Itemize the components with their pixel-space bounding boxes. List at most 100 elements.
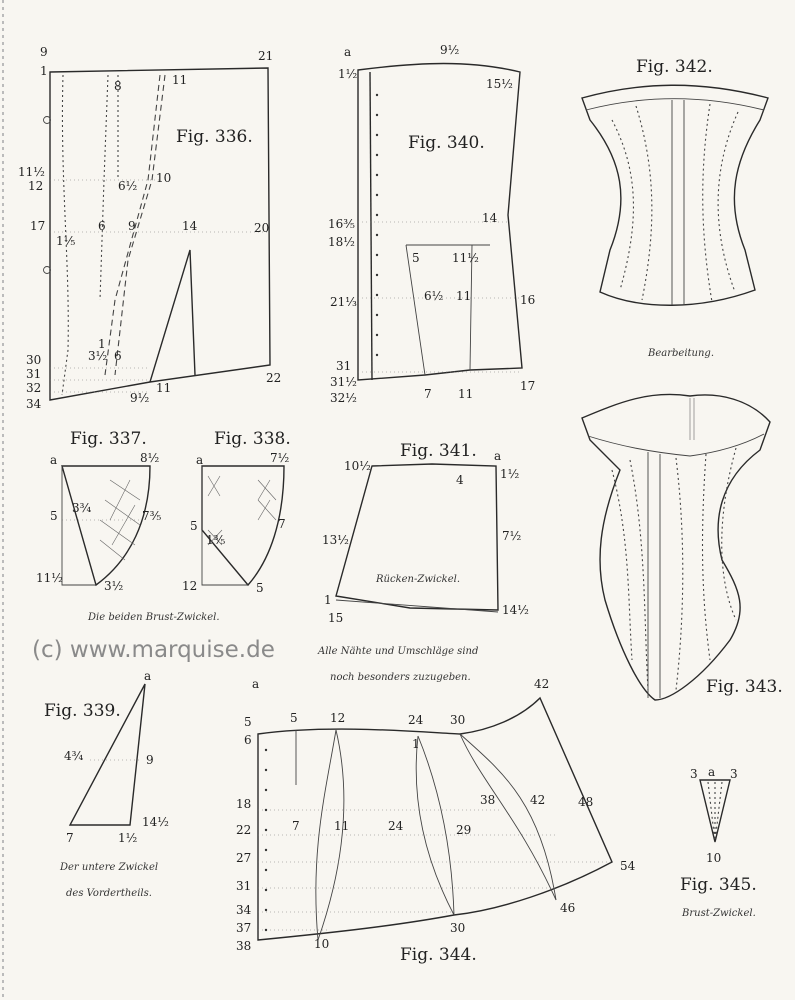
fig-339-caption-2: des Vordertheils. xyxy=(66,888,152,899)
label: 24 xyxy=(408,713,424,727)
label: 14 xyxy=(482,211,498,225)
label: 10 xyxy=(706,851,721,865)
label: 5 xyxy=(50,509,58,523)
label: 4 xyxy=(456,473,464,487)
label: a xyxy=(144,669,151,683)
label: 12 xyxy=(182,579,197,593)
label: 31½ xyxy=(330,375,357,389)
label: 8½ xyxy=(140,451,159,465)
label: 32½ xyxy=(330,391,357,405)
label: a xyxy=(494,449,501,463)
label: 27 xyxy=(236,851,251,865)
label: 9½ xyxy=(440,43,459,57)
label: 10 xyxy=(156,171,171,185)
label: 5 xyxy=(244,715,252,729)
label: 31 xyxy=(26,367,41,381)
label: 3½ xyxy=(88,349,107,363)
seam-note-line2: noch besonders zuzugeben. xyxy=(330,672,471,683)
label: 1 xyxy=(98,337,106,351)
label: 6 xyxy=(244,733,252,747)
label: 15 xyxy=(328,611,343,625)
fig-344: a 5 5 12 24 30 42 6 1 18 38 42 48 22 7 1… xyxy=(236,677,636,965)
label: 1 xyxy=(324,593,332,607)
fig-339-caption-1: Der untere Zwickel xyxy=(59,862,158,873)
label: 14½ xyxy=(502,603,529,617)
label: 13½ xyxy=(322,533,349,547)
fig-341: Fig. 341. Rücken-Zwickel. 10½ a 1½ 4 13½… xyxy=(322,441,529,625)
label: 18½ xyxy=(328,235,355,249)
fig-342-title: Fig. 342. xyxy=(636,57,713,77)
label: 6 xyxy=(114,349,122,363)
label: 1½ xyxy=(500,467,519,481)
label: 30 xyxy=(450,713,465,727)
label: 38 xyxy=(480,793,495,807)
fig-339: Fig. 339. a 4¾ 9 7 1½ 14½ Der untere Zwi… xyxy=(44,669,169,899)
label: 11 xyxy=(334,819,349,833)
fig-342-caption: Bearbeitung. xyxy=(647,348,714,359)
label: 7 xyxy=(424,387,432,401)
label: 8 xyxy=(114,79,122,93)
fig-341-inner: Rücken-Zwickel. xyxy=(375,574,460,585)
label: 11 xyxy=(458,387,473,401)
label: 11½ xyxy=(18,165,45,179)
label: 11 xyxy=(456,289,471,303)
breast-gusset-caption: Die beiden Brust-Zwickel. xyxy=(87,612,220,623)
label: 37 xyxy=(236,921,251,935)
label: 1½ xyxy=(338,67,357,81)
label: 7½ xyxy=(270,451,289,465)
fig-339-title: Fig. 339. xyxy=(44,701,121,721)
label: 5 xyxy=(412,251,420,265)
fig-337: Fig. 337. a 8½ 5 3¾ 7⅗ 11½ 3½ xyxy=(36,429,162,593)
label: 46 xyxy=(560,901,575,915)
fig-340-title: Fig. 340. xyxy=(408,133,485,153)
seam-note-line1: Alle Nähte und Umschläge sind xyxy=(317,646,478,657)
label: 6½ xyxy=(424,289,443,303)
label: 9 xyxy=(146,753,154,767)
fig-345-title: Fig. 345. xyxy=(680,875,757,895)
label: 1⅕ xyxy=(56,234,76,248)
label: 15½ xyxy=(486,77,513,91)
label: 9½ xyxy=(130,391,149,405)
label: 10 xyxy=(314,937,329,951)
label: 31 xyxy=(236,879,251,893)
fig-336-title: Fig. 336. xyxy=(176,127,253,147)
label: 34 xyxy=(26,397,42,411)
label: 1½ xyxy=(118,831,137,845)
label: 54 xyxy=(620,859,636,873)
fig-343: Fig. 343. xyxy=(581,393,783,701)
fig-344-title: Fig. 344. xyxy=(400,945,477,965)
label: 30 xyxy=(450,921,465,935)
label: 5 xyxy=(290,711,298,725)
label: 9 xyxy=(40,45,48,59)
label: 21 xyxy=(258,49,273,63)
label: 1 xyxy=(40,64,48,78)
label: 10½ xyxy=(344,459,371,473)
label: 12 xyxy=(28,179,43,193)
label: 29 xyxy=(456,823,471,837)
label: 11½ xyxy=(452,251,479,265)
label: 11 xyxy=(156,381,171,395)
label: 7 xyxy=(66,831,74,845)
label: 34 xyxy=(236,903,252,917)
label: a xyxy=(50,453,57,467)
label: 3¾ xyxy=(72,501,92,515)
label: 7½ xyxy=(502,529,521,543)
label: 6 xyxy=(98,219,106,233)
fig-338-title: Fig. 338. xyxy=(214,429,291,449)
label: 14½ xyxy=(142,815,169,829)
label: 7⅗ xyxy=(142,509,162,523)
label: 24 xyxy=(388,819,404,833)
label: 14 xyxy=(182,219,198,233)
fig-337-title: Fig. 337. xyxy=(70,429,147,449)
label: 22 xyxy=(266,371,281,385)
label: 42 xyxy=(530,793,545,807)
label: 42 xyxy=(534,677,549,691)
label: a xyxy=(196,453,203,467)
fig-342: Fig. 342. Bearbeitung. xyxy=(581,57,769,359)
label: 1 xyxy=(412,737,420,751)
label: 17 xyxy=(30,219,45,233)
label: 22 xyxy=(236,823,251,837)
label: 12 xyxy=(330,711,345,725)
